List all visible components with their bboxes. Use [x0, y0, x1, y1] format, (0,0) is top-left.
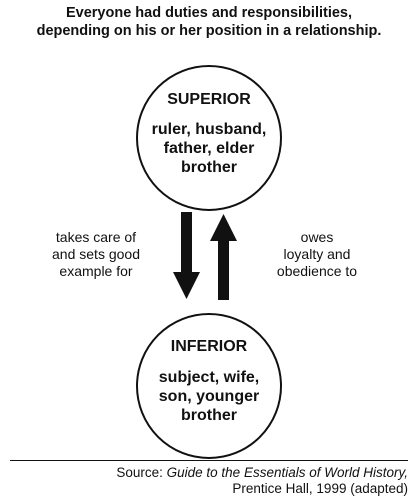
down-label-line: takes care of — [55, 229, 137, 245]
up-label-line: obedience to — [276, 263, 358, 279]
diagram-title: Everyone had duties and responsibilities… — [0, 4, 418, 40]
up-arrow-label: owes loyalty and obedience to — [257, 229, 377, 280]
superior-roles: ruler, husband, father, elder brother — [138, 120, 280, 177]
up-label-line: loyalty and — [283, 246, 351, 262]
title-line-1: Everyone had duties and responsibilities… — [65, 5, 353, 21]
down-arrow-label: takes care of and sets good example for — [40, 229, 152, 280]
down-label-line: and sets good — [52, 246, 140, 262]
up-arrow-icon — [210, 214, 237, 300]
down-label-line: example for — [59, 263, 133, 279]
inferior-circle: INFERIOR subject, wife, son, younger bro… — [136, 313, 282, 459]
title-line-2: depending on his or her position in a re… — [36, 23, 382, 39]
superior-role-line: ruler, husband, — [151, 121, 267, 138]
superior-circle: SUPERIOR ruler, husband, father, elder b… — [136, 65, 282, 211]
source-citation: Source: Guide to the Essentials of World… — [116, 465, 408, 497]
down-arrow-icon — [173, 212, 200, 299]
source-prefix: Source: — [116, 465, 167, 480]
inferior-role-line: brother — [181, 407, 237, 424]
source-book-title: Guide to the Essentials of World History… — [166, 465, 408, 480]
up-label-line: owes — [300, 229, 334, 245]
source-divider — [10, 460, 408, 461]
source-line-1: Source: Guide to the Essentials of World… — [116, 465, 408, 481]
superior-role-line: brother — [181, 159, 237, 176]
inferior-role-line: subject, wife, — [158, 369, 260, 386]
superior-heading: SUPERIOR — [167, 91, 251, 108]
source-line-2: Prentice Hall, 1999 (adapted) — [232, 481, 408, 496]
inferior-roles: subject, wife, son, younger brother — [138, 368, 280, 425]
superior-role-line: father, elder — [163, 140, 255, 157]
inferior-role-line: son, younger — [158, 388, 260, 405]
inferior-heading: INFERIOR — [170, 338, 248, 355]
